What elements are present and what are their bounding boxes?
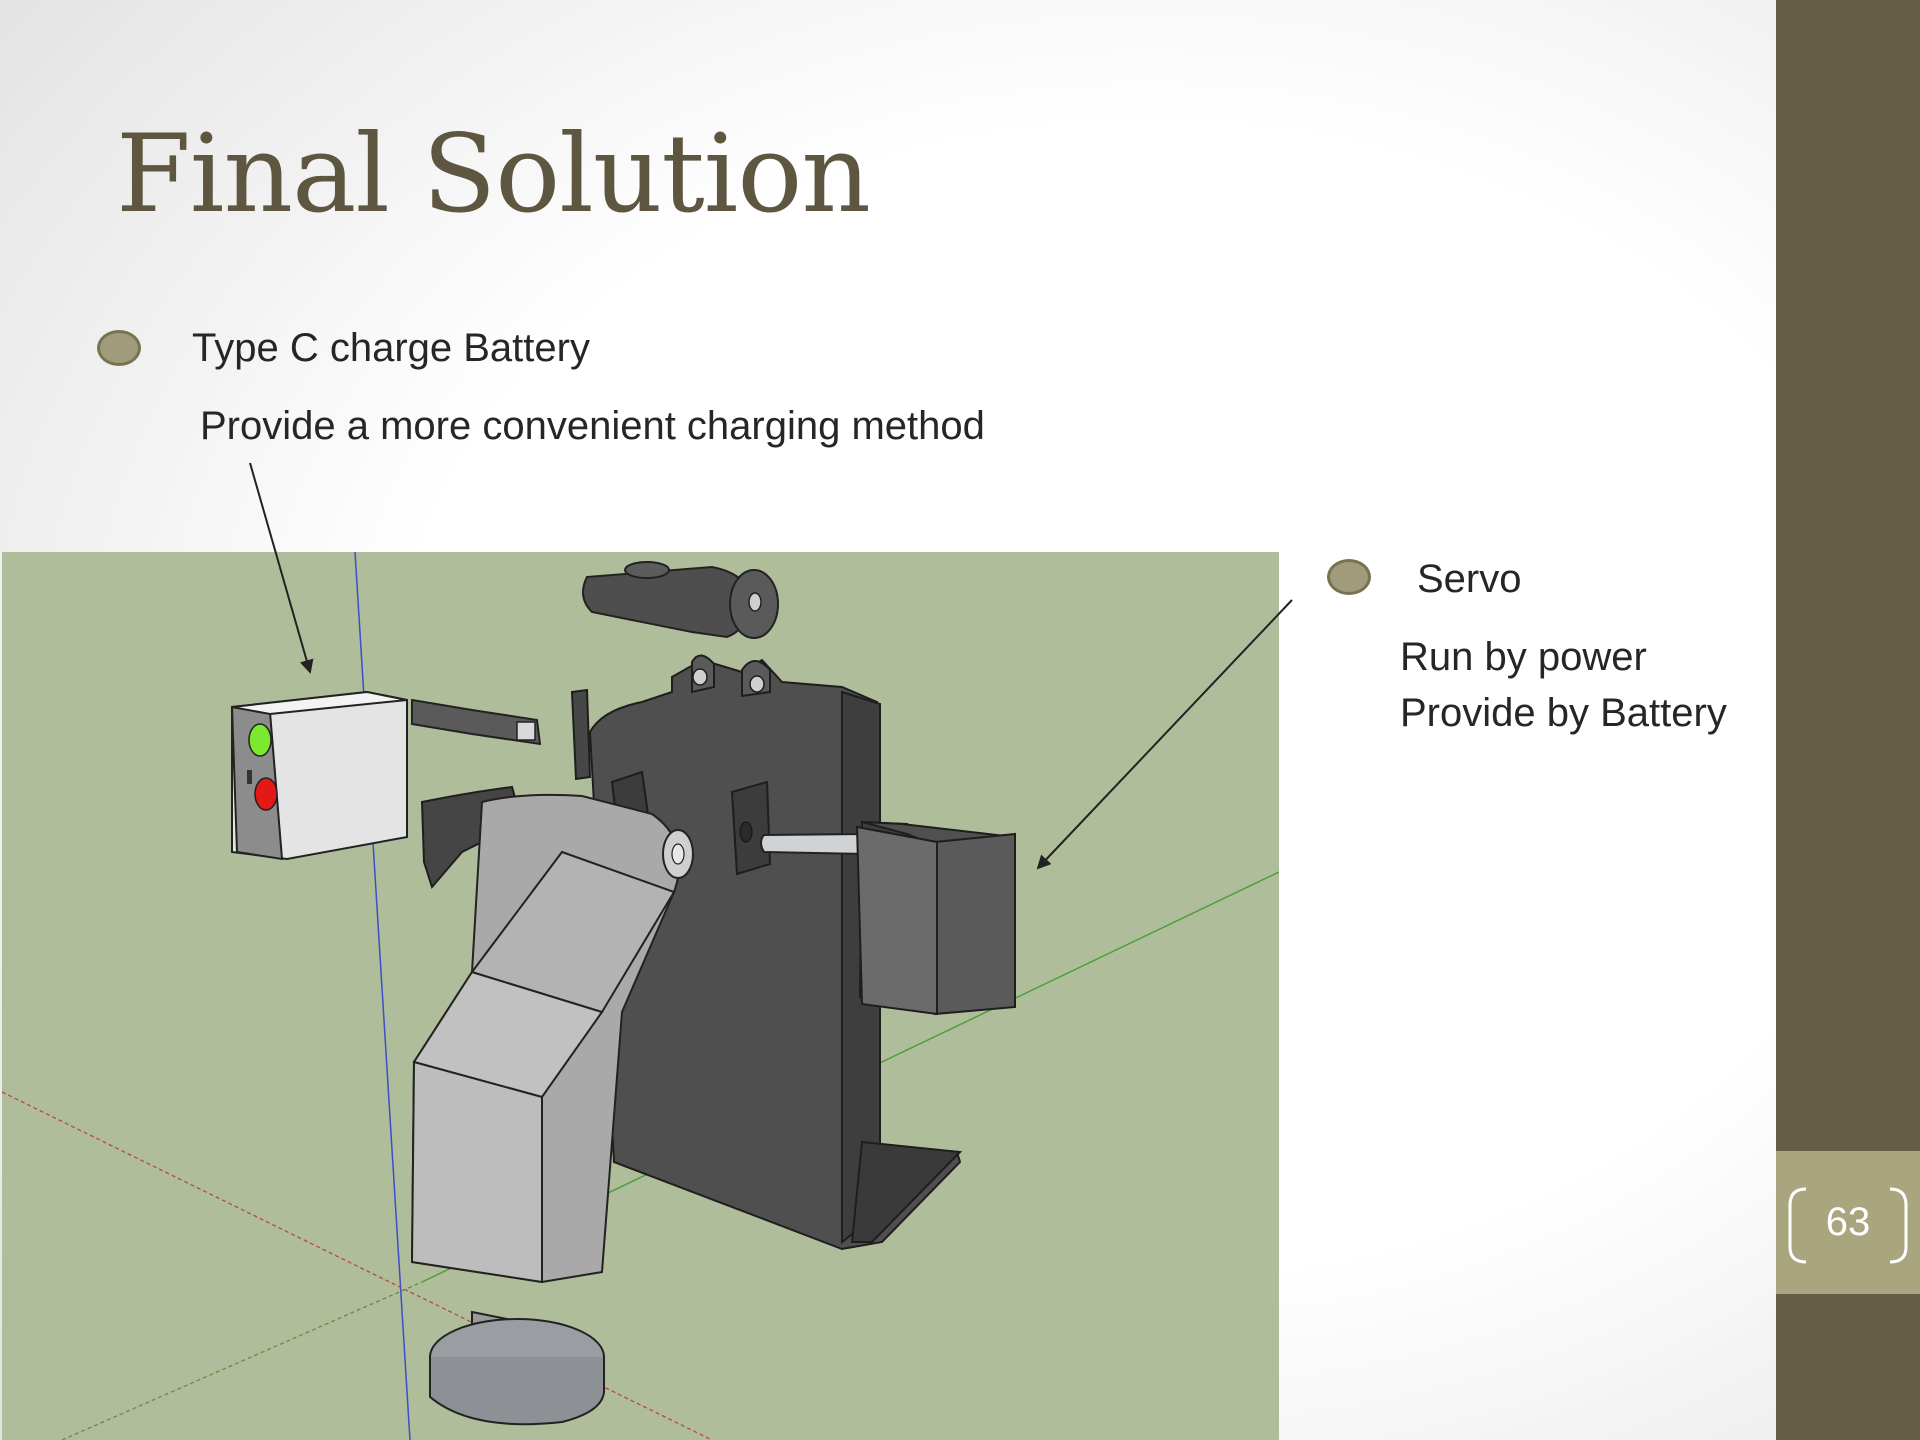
- servo-horn-part: [582, 561, 779, 639]
- robot-arm-3d-render: [2, 552, 1279, 1440]
- red-led-icon: [254, 777, 278, 811]
- servo-callout-arrow: [1036, 599, 1293, 870]
- bullet-heading-battery: Type C charge Battery: [192, 326, 590, 370]
- bullet-heading-servo: Servo: [1417, 557, 1522, 601]
- battery-box-part: [230, 690, 542, 861]
- bracket-decoration: [1788, 1187, 1908, 1264]
- page-number-badge: 63: [1776, 1151, 1920, 1294]
- bullet-marker: [1327, 559, 1371, 595]
- page-number: 63: [1825, 1200, 1871, 1244]
- slide-title: Final Solution: [116, 112, 871, 237]
- battery-callout-arrow: [249, 462, 314, 674]
- servo-motor-part: [760, 820, 1016, 1016]
- bullet-detail-servo-line1: Run by power: [1400, 635, 1647, 679]
- bullet-marker: [97, 330, 141, 366]
- bullet-detail-servo-line2: Provide by Battery: [1400, 691, 1727, 735]
- bullet-detail-battery: Provide a more convenient charging metho…: [200, 404, 985, 448]
- green-led-icon: [248, 723, 272, 757]
- arm-link-part: [410, 785, 694, 1426]
